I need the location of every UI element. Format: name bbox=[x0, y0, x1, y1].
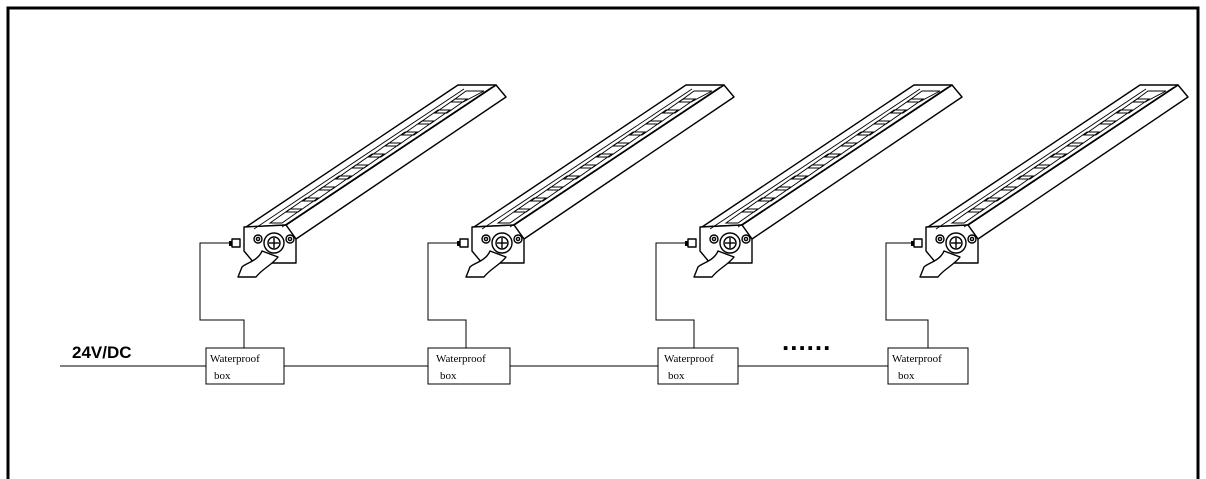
lighting-unit-4: Waterproof box bbox=[885, 84, 1189, 385]
box-label-line2: box bbox=[668, 370, 685, 382]
box-label-line2: box bbox=[440, 370, 457, 382]
led-bar-fixture-icon bbox=[456, 84, 735, 278]
box-label-line2: box bbox=[898, 370, 915, 382]
waterproof-box: Waterproof box bbox=[887, 347, 969, 385]
box-label-line1: Waterproof bbox=[436, 353, 486, 365]
led-bar-fixture-icon bbox=[684, 84, 963, 278]
drop-cable bbox=[655, 242, 695, 348]
diagram-frame bbox=[6, 6, 1200, 479]
drop-cable bbox=[199, 242, 245, 348]
drop-cable bbox=[427, 242, 467, 348]
led-bar-fixture-icon bbox=[910, 84, 1189, 278]
supply-label: 24V/DC bbox=[72, 343, 132, 362]
box-label-line1: Waterproof bbox=[210, 353, 260, 365]
drop-cable bbox=[885, 242, 929, 348]
waterproof-box: Waterproof box bbox=[657, 347, 739, 385]
continuation-ellipsis: ...... bbox=[782, 326, 831, 356]
lighting-unit-2: Waterproof box bbox=[427, 84, 735, 385]
waterproof-box: Waterproof box bbox=[205, 347, 285, 385]
box-label-line2: box bbox=[214, 370, 231, 382]
led-bar-fixture-icon bbox=[228, 84, 507, 278]
lighting-unit-3: Waterproof box bbox=[655, 84, 963, 385]
box-label-line1: Waterproof bbox=[892, 353, 942, 365]
waterproof-box: Waterproof box bbox=[427, 347, 511, 385]
box-label-line1: Waterproof bbox=[664, 353, 714, 365]
lighting-unit-1: Waterproof box bbox=[199, 84, 507, 385]
